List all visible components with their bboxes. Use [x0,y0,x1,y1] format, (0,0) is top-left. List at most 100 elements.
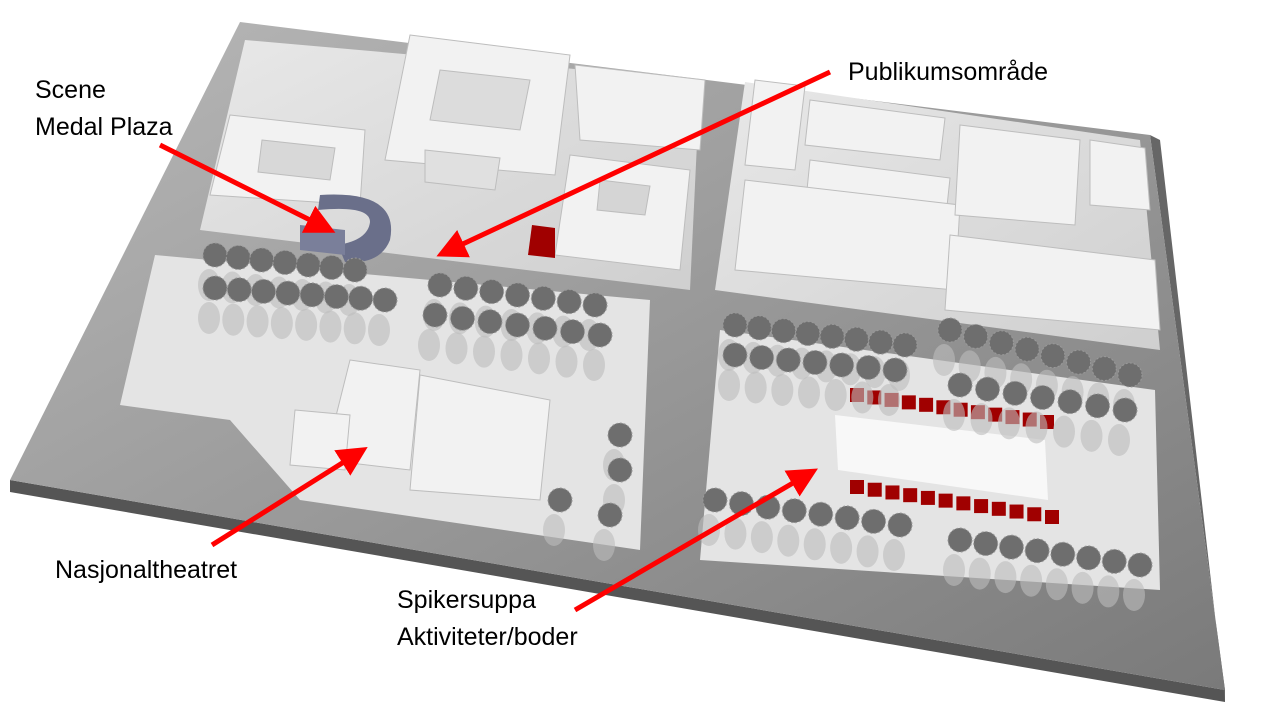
stall [901,395,916,410]
tree [988,330,1014,356]
tree [781,498,807,524]
tree-shadow [943,554,965,586]
tree [530,285,556,311]
tree [802,350,828,375]
tree [998,534,1024,560]
tree-shadow [445,332,468,365]
tree [547,487,573,513]
tree-shadow [777,524,800,557]
label-scene-line1: Scene [35,76,106,104]
tree-shadow [771,374,794,406]
base-slab-edge [10,480,1225,702]
tree-shadow [851,381,874,414]
arrow-audience [436,69,832,258]
tree [834,505,860,531]
tree [1050,541,1076,567]
tree [1085,393,1110,419]
stall [850,480,864,494]
tree [505,282,530,308]
tree-shadow [883,539,905,571]
tree [477,309,503,335]
tree [479,279,505,305]
tree [975,376,1000,402]
tree-shadow [1045,568,1068,601]
label-theatre: Nasjonaltheatret [55,556,238,584]
tree [348,285,374,311]
tree-shadow [1108,424,1130,456]
stall [920,490,935,505]
tree [892,332,918,358]
tree [1024,538,1050,564]
tree [453,275,479,301]
tree [722,342,748,368]
tree-shadow [1071,571,1094,604]
tree-shadow [222,303,245,336]
tree-shadow [798,376,820,409]
tree [556,289,582,315]
tree [947,372,973,398]
tree [323,284,349,310]
tree-shadow [500,339,523,371]
tree [1014,336,1040,362]
tree-shadow [543,514,565,546]
tree [275,280,301,306]
tree [775,347,801,373]
tree-shadow [555,345,578,378]
tree-shadow [998,407,1020,440]
tree [226,277,252,303]
tree [342,257,368,283]
tree [973,531,999,557]
tree-shadow [970,403,993,436]
tree [319,255,345,280]
arrow-theatre [210,447,368,548]
red-structure [528,225,555,258]
stalls-lane [835,415,1048,500]
stall [885,485,900,500]
tree-shadow [724,517,747,550]
stall [974,499,989,514]
tree [532,315,558,341]
tree [868,329,894,355]
tree-shadow [418,329,440,361]
tree-shadow [1080,419,1103,452]
stall [1027,507,1042,522]
tree [251,278,277,304]
tree-shadow [933,344,955,376]
label-scene: Scene Medal Plaza [35,72,173,146]
tree-shadow [878,384,900,416]
tree [372,287,398,313]
tree-shadow [1053,415,1075,448]
tree-shadow [830,531,853,564]
tree [722,312,748,338]
tree-shadow [943,399,965,431]
tree [1127,552,1153,578]
tree-shadow [270,307,293,340]
tree [861,508,887,534]
tree-shadow [718,369,740,401]
tree [1002,380,1028,406]
tree [1076,545,1102,571]
arrow-spikersuppa [573,468,818,613]
tree [963,323,989,349]
stall [1045,510,1059,524]
tree [422,302,448,328]
tree [607,457,633,483]
tree-shadow [343,312,366,345]
stall [1009,504,1024,519]
tree [1030,385,1055,410]
tree [1066,349,1092,375]
tree [771,318,797,344]
tree-shadow [1025,411,1048,444]
tree [937,317,963,343]
tree-shadow [1123,579,1145,611]
tree [1057,389,1083,415]
tree [225,245,251,270]
arrow-scene [158,142,336,233]
tree [795,321,821,347]
tree [299,282,325,308]
tree [1101,548,1127,574]
label-scene-line2: Medal Plaza [35,113,173,141]
tree [450,305,475,331]
